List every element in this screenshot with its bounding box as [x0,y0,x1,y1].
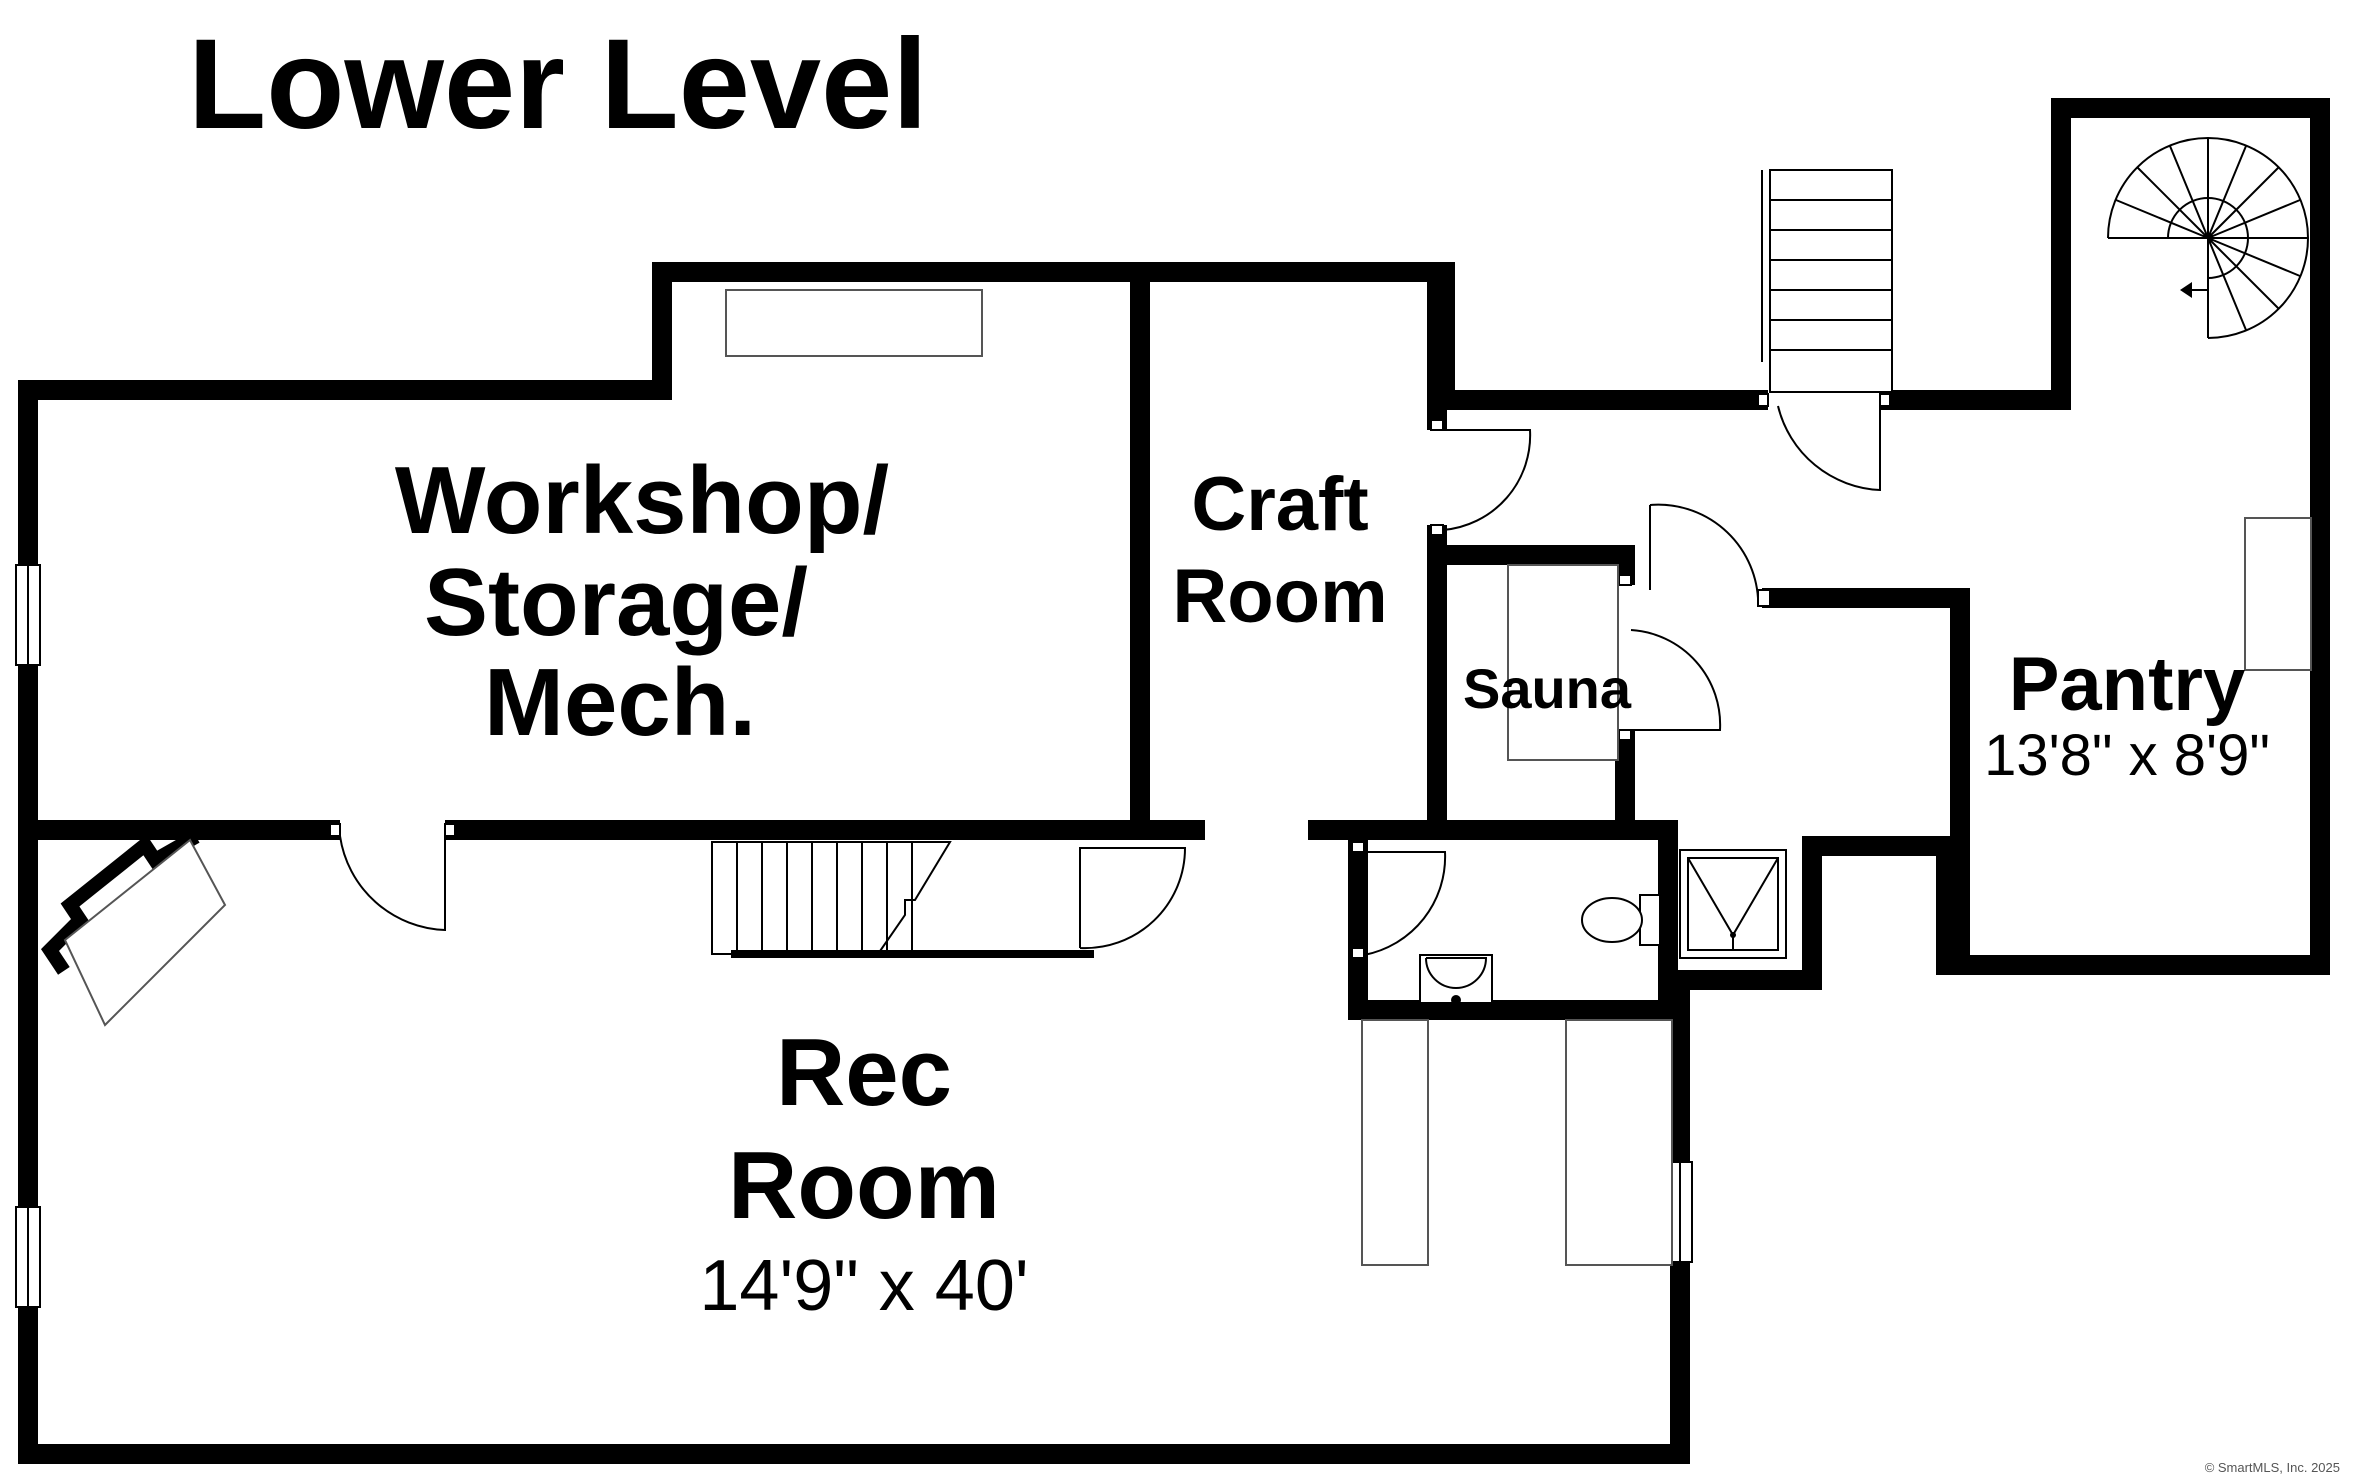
fixtures [40,289,2312,1266]
rec-dimensions: 14'9" x 40' [699,1246,1028,1326]
room-label-workshop: Workshop/ Storage/ Mech. [395,447,889,756]
doors [329,393,1891,959]
svg-text:Room: Room [728,1132,1000,1239]
pantry-shelf [2244,517,2312,671]
svg-text:Pantry: Pantry [2009,642,2246,727]
svg-text:Craft: Craft [1191,462,1368,547]
room-label-pantry: Pantry 13'8" x 8'9" [1984,642,2270,788]
room-label-sauna: Sauna [1463,657,1632,720]
svg-text:Workshop/: Workshop/ [395,447,889,554]
main-staircase [711,841,1094,958]
floor-title: Lower Level [188,13,928,156]
workbench [725,289,983,357]
svg-text:Room: Room [1172,554,1387,639]
svg-text:Sauna: Sauna [1463,657,1632,720]
copyright: © SmartMLS, Inc. 2025 [2205,1460,2340,1475]
counter-right [1565,1019,1673,1266]
svg-text:Storage/: Storage/ [424,549,808,656]
toilet [1581,897,1643,943]
sauna-bench [1507,564,1619,761]
room-label-rec: Rec Room 14'9" x 40' [699,1019,1028,1326]
exterior-staircase [1761,169,1893,393]
svg-text:Rec: Rec [776,1019,952,1126]
pantry-dimensions: 13'8" x 8'9" [1984,723,2270,788]
room-label-craft: Craft Room [1172,462,1387,639]
counter-left [1361,1019,1429,1266]
interior-walls [30,280,1970,1020]
exterior-walls [18,98,2330,1464]
spiral-staircase [2107,137,2309,339]
svg-text:Mech.: Mech. [484,649,756,756]
